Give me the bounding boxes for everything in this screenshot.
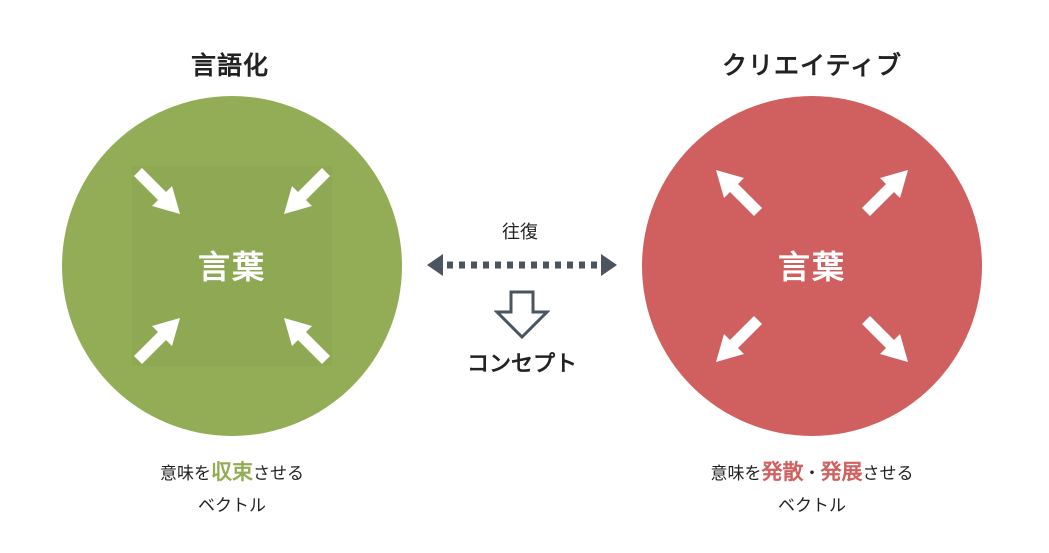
center-arrow-label: 往復	[502, 222, 538, 243]
left-caption-post: させる	[253, 464, 304, 484]
left-caption-highlight: 収束	[211, 460, 253, 484]
left-caption-line2: ベクトル	[198, 496, 266, 516]
bidirectional-dotted-arrow-icon	[427, 254, 617, 276]
arrow-inward-top-left-icon	[134, 168, 180, 214]
down-hollow-arrow-icon	[494, 290, 550, 340]
right-circle: 言葉	[642, 96, 982, 436]
left-caption-line1: 意味を収束させる	[52, 456, 412, 490]
concept-label: コンセプト	[466, 352, 577, 377]
right-caption-line1: 意味を発散・発展させる	[632, 456, 992, 490]
arrow-outward-bottom-left-icon	[716, 316, 762, 362]
right-caption: 意味を発散・発展させる ベクトル	[632, 456, 992, 522]
right-circle-word: 言葉	[777, 248, 846, 286]
left-circle: 言葉	[62, 96, 402, 436]
right-caption-highlight-2: 発展	[820, 460, 863, 484]
arrow-outward-bottom-right-icon	[862, 316, 908, 362]
right-caption-highlight-1: 発散	[761, 460, 804, 484]
arrow-outward-top-right-icon	[862, 170, 908, 216]
arrow-inward-bottom-left-icon	[134, 318, 180, 364]
arrow-inward-bottom-right-icon	[284, 318, 330, 364]
arrow-inward-top-right-icon	[284, 168, 330, 214]
left-caption: 意味を収束させる ベクトル	[52, 456, 412, 522]
right-caption-separator: ・	[803, 464, 821, 484]
left-title: 言語化	[190, 51, 269, 80]
arrow-outward-top-left-icon	[716, 170, 762, 216]
left-caption-pre: 意味を	[160, 464, 211, 484]
right-caption-pre: 意味を	[710, 464, 762, 484]
right-caption-line2: ベクトル	[778, 496, 846, 516]
right-caption-post: させる	[862, 464, 914, 484]
left-circle-word: 言葉	[197, 248, 266, 286]
right-title: クリエイティブ	[721, 51, 902, 80]
